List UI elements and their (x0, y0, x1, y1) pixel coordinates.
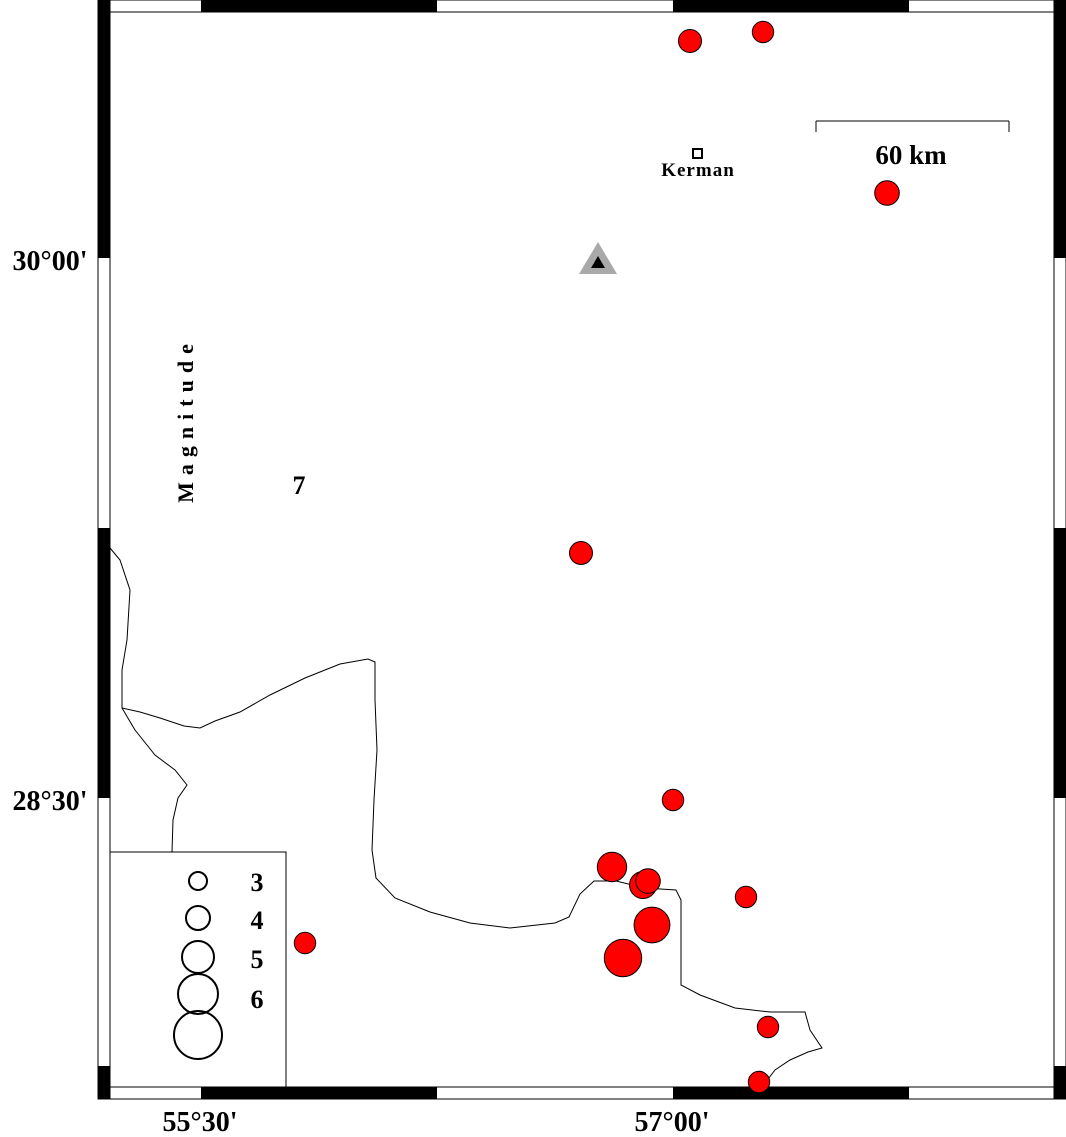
legend-circle-7 (173, 1010, 223, 1060)
legend-entry-3-label: 3 (251, 868, 264, 897)
legend-entry-7-label: 7 (293, 471, 306, 500)
legend-box: 3 4 5 6 (109, 851, 287, 1088)
legend-circle-4 (185, 905, 211, 931)
earthquake-event-circle (569, 541, 593, 565)
city-square-icon (692, 148, 703, 159)
earthquake-event-circle (661, 788, 685, 812)
earthquake-event-circle (596, 851, 628, 883)
legend-entry-4-label: 4 (251, 906, 264, 935)
earthquake-event-circle (678, 29, 702, 53)
earthquake-event-circle (747, 1070, 771, 1094)
earthquake-event-circle (874, 180, 900, 206)
lon-label-55-30: 55°30' (163, 1107, 238, 1137)
events-layer (293, 20, 900, 1094)
legend-circle-6 (177, 973, 219, 1015)
earthquake-event-circle (751, 20, 775, 44)
lat-label-30-00: 30°00' (13, 246, 88, 277)
legend-entry-5-label: 5 (251, 945, 264, 974)
legend-entry-6-label: 6 (251, 985, 264, 1014)
earthquake-event-circle (635, 868, 661, 894)
legend-circle-3 (188, 871, 208, 891)
earthquake-event-circle (734, 885, 758, 909)
scale-bar-label: 60 km (875, 140, 947, 170)
earthquake-event-circle (603, 938, 643, 978)
boundary-line-west (121, 707, 188, 853)
earthquake-event-circle (293, 931, 317, 955)
lon-label-57-00: 57°00' (635, 1107, 710, 1137)
scale-bar (815, 120, 1010, 132)
city-label-kerman: Kerman (661, 160, 735, 181)
station-inner-triangle-icon (591, 256, 605, 268)
earthquake-event-circle (633, 906, 671, 944)
earthquake-event-circle (756, 1015, 780, 1039)
lat-label-28-30: 28°30' (13, 786, 88, 817)
boundary-line (109, 547, 823, 1088)
legend-side-title: Magnitude (173, 337, 198, 503)
map-frame (97, 0, 1066, 1100)
